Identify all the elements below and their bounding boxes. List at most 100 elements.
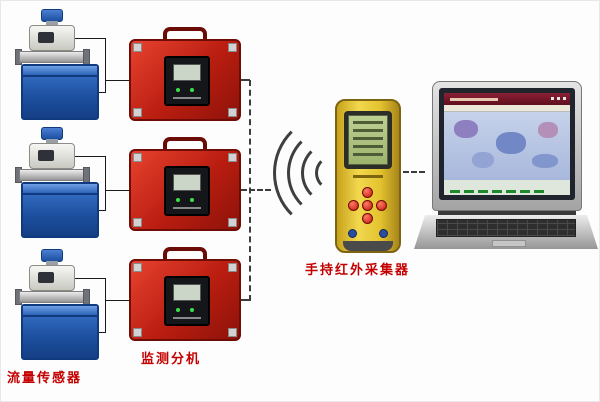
keypad-left-button	[348, 200, 359, 211]
window-button	[551, 97, 554, 100]
software-title-bar	[444, 93, 570, 105]
case-handle	[163, 247, 207, 263]
laptop-keyboard	[436, 219, 576, 237]
dashed-link	[241, 79, 250, 81]
connector-line	[105, 38, 106, 93]
corner-plate	[133, 263, 142, 272]
connector-line	[99, 332, 105, 333]
software-content-area	[444, 112, 570, 180]
function-button	[348, 229, 357, 238]
corner-plate	[228, 108, 237, 117]
flow-sensor-group-2	[13, 127, 109, 239]
case-body	[129, 39, 241, 121]
pressure-transmitter	[29, 25, 75, 51]
junction-box-lid	[23, 306, 97, 317]
keypad-down-button	[362, 213, 373, 224]
monitor-case-3	[129, 247, 241, 341]
flow-pipe	[19, 291, 85, 303]
transmitter-neck	[46, 139, 58, 144]
laptop-hinge	[438, 211, 576, 217]
handheld-brand-mark	[353, 175, 383, 178]
window-button	[557, 97, 560, 100]
panel-label-line	[173, 97, 201, 99]
flow-pipe	[19, 169, 85, 181]
connector-line	[99, 210, 105, 211]
window-button	[563, 97, 566, 100]
case-screen	[173, 174, 201, 191]
junction-box	[21, 182, 99, 238]
status-led	[190, 308, 194, 312]
transmitter-display	[38, 272, 54, 283]
corner-plate	[133, 153, 142, 162]
status-text-placeholder	[520, 190, 530, 193]
status-led	[190, 88, 194, 92]
corner-plate	[228, 218, 237, 227]
lcd-text-line	[353, 137, 383, 140]
connector-line	[99, 92, 105, 93]
connector-line	[75, 156, 105, 157]
dashed-link	[403, 171, 425, 173]
case-display-panel	[164, 56, 210, 106]
laptop-touchpad	[492, 240, 526, 247]
status-text-placeholder	[492, 190, 502, 193]
panel-label-line	[173, 207, 201, 209]
pressure-transmitter	[29, 143, 75, 169]
corner-plate	[133, 43, 142, 52]
pipe-flange	[83, 289, 90, 305]
case-body	[129, 149, 241, 231]
junction-box-lid	[23, 66, 97, 77]
connector-line	[75, 38, 105, 39]
junction-box-lid	[23, 184, 97, 195]
pressure-transmitter	[29, 265, 75, 291]
case-body	[129, 259, 241, 341]
corner-plate	[228, 328, 237, 337]
corner-plate	[228, 153, 237, 162]
case-screen	[173, 64, 201, 81]
dashed-link	[241, 299, 250, 301]
pipe-flange	[83, 49, 90, 65]
connector-line	[105, 300, 129, 301]
content-graphic	[532, 154, 558, 168]
handheld-collector	[335, 99, 401, 253]
software-menu-bar	[444, 105, 570, 112]
transmitter-neck	[46, 261, 58, 266]
connector-line	[105, 80, 129, 81]
transmitter-neck	[46, 21, 58, 26]
monitor-case-2	[129, 137, 241, 231]
content-graphic	[454, 120, 478, 138]
lcd-text-line	[353, 153, 383, 156]
content-graphic	[472, 152, 494, 168]
corner-plate	[228, 263, 237, 272]
keypad-ok-button	[362, 200, 373, 211]
status-text-placeholder	[506, 190, 516, 193]
handheld-lcd-frame	[344, 111, 392, 169]
connector-line	[105, 278, 106, 333]
status-led	[190, 198, 194, 202]
wireless-signal-arc	[273, 113, 393, 233]
title-text-placeholder	[450, 98, 498, 101]
keypad-right-button	[376, 200, 387, 211]
dashed-link	[241, 189, 271, 191]
lcd-text-line	[353, 145, 383, 148]
junction-box	[21, 304, 99, 360]
case-screen	[173, 284, 201, 301]
flow-sensor-label: 流量传感器	[7, 370, 83, 385]
pipe-flange	[83, 167, 90, 183]
case-handle	[163, 27, 207, 43]
keypad-up-button	[362, 187, 373, 198]
connector-line	[75, 278, 105, 279]
junction-box	[21, 64, 99, 120]
case-display-panel	[164, 276, 210, 326]
handheld-lcd	[348, 115, 388, 165]
laptop-screen-frame	[432, 81, 582, 211]
status-led	[176, 308, 180, 312]
monitor-case-1	[129, 27, 241, 121]
status-text-placeholder	[450, 190, 460, 193]
corner-plate	[133, 108, 142, 117]
corner-plate	[228, 43, 237, 52]
transmitter-display	[38, 32, 54, 43]
lcd-text-line	[353, 129, 383, 132]
flow-pipe	[19, 51, 85, 63]
status-text-placeholder	[534, 190, 544, 193]
